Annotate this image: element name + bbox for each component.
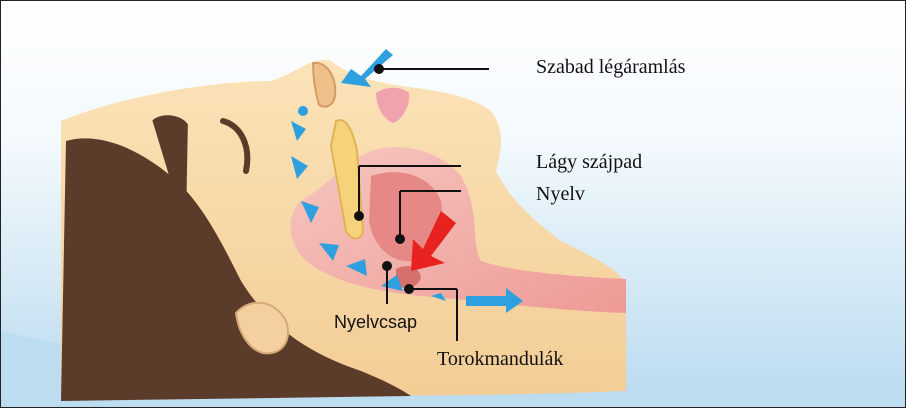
label-tongue: Nyelv [536, 183, 585, 206]
label-soft-palate: Lágy szájpad [536, 151, 642, 174]
label-tonsils: Torokmandulák [437, 348, 563, 371]
label-free-airflow: Szabad légáramlás [536, 56, 685, 79]
label-uvula: Nyelvcsap [334, 312, 417, 333]
